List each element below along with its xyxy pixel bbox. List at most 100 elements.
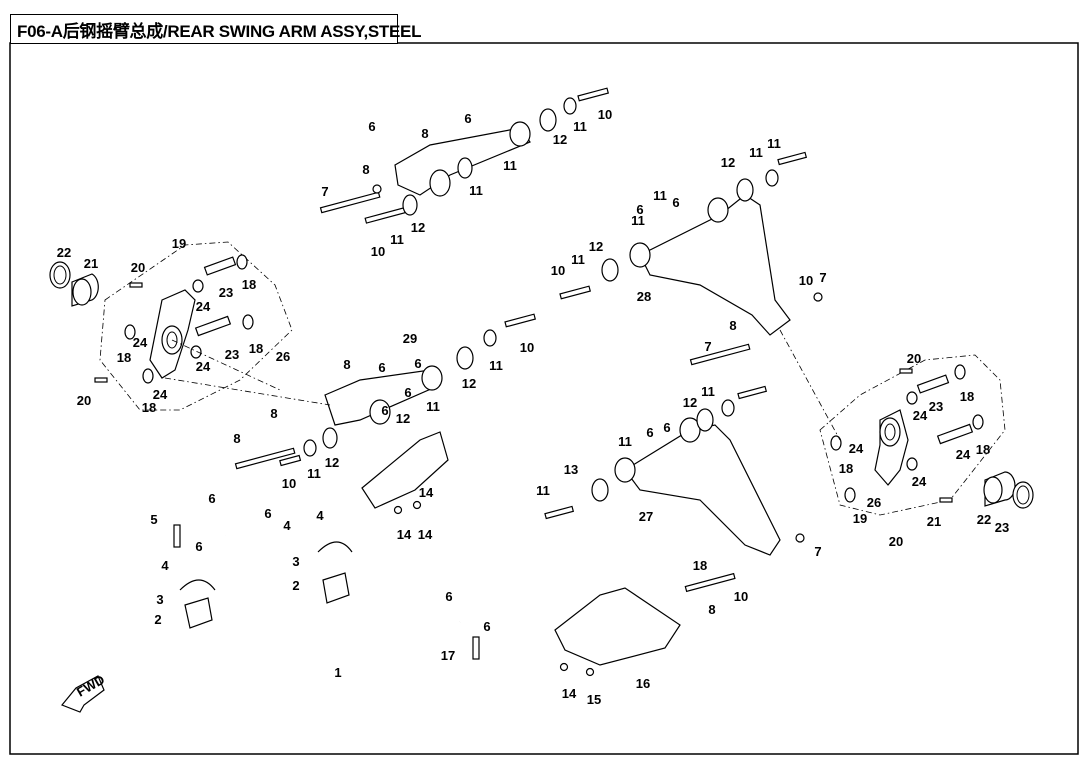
skid-plate-13 <box>361 431 449 509</box>
callout-label: 10 <box>598 107 612 122</box>
upper-swing-arm-29 <box>319 87 610 224</box>
callout-label: 6 <box>381 403 388 418</box>
callout-label: 11 <box>390 232 404 247</box>
callout-label: 24 <box>153 387 168 402</box>
callout-label: 3 <box>292 554 299 569</box>
callout-label: 23 <box>219 285 233 300</box>
right-knuckle-group <box>819 354 1034 516</box>
callout-label: 11 <box>426 399 440 414</box>
callout-label: 19 <box>172 236 186 251</box>
callout-label: 18 <box>693 558 707 573</box>
callout-label: 24 <box>956 447 971 462</box>
callout-label: 28 <box>637 289 651 304</box>
callout-label: 7 <box>819 270 826 285</box>
callout-label: 14 <box>562 686 577 701</box>
bracket-3-left <box>179 579 216 591</box>
callout-label: 18 <box>960 389 974 404</box>
callout-label: 6 <box>208 491 215 506</box>
callout-label: 24 <box>913 408 928 423</box>
callout-label: 8 <box>270 406 277 421</box>
callout-label: 20 <box>889 534 903 549</box>
callout-label: 21 <box>927 514 941 529</box>
callout-label: 12 <box>462 376 476 391</box>
callout-label: 20 <box>77 393 91 408</box>
callout-label: 24 <box>196 299 211 314</box>
callout-label: 14 <box>397 527 412 542</box>
callout-label: 11 <box>503 158 517 173</box>
callout-label: 6 <box>368 119 375 134</box>
lower-a-arm-17 <box>544 329 841 593</box>
callout-label: 6 <box>483 619 490 634</box>
callout-label: 24 <box>849 441 864 456</box>
page-title: F06-A后钢摇臂总成/REAR SWING ARM ASSY,STEEL <box>10 14 421 44</box>
callout-label: 12 <box>325 455 339 470</box>
callout-label: 11 <box>307 466 321 481</box>
callout-label: 6 <box>195 539 202 554</box>
callout-label: 19 <box>853 511 867 526</box>
callout-label: 13 <box>564 462 578 477</box>
callout-label: 10 <box>734 589 748 604</box>
callout-label: 22 <box>977 512 991 527</box>
callout-label: 1 <box>334 665 341 680</box>
fwd-arrow-icon: FWD <box>61 672 107 713</box>
callout-label: 18 <box>976 442 990 457</box>
callout-label: 10 <box>520 340 534 355</box>
bushing-2-right <box>322 572 350 604</box>
callout-label: 14 <box>419 485 434 500</box>
diagram-border <box>9 42 1079 755</box>
callout-label: 18 <box>142 400 156 415</box>
callout-label: 6 <box>264 506 271 521</box>
callout-label: 2 <box>292 578 299 593</box>
callout-label: 10 <box>799 273 813 288</box>
callout-label: 23 <box>929 399 943 414</box>
callout-label: 11 <box>749 145 763 160</box>
callout-label: 7 <box>321 184 328 199</box>
callout-label: 16 <box>636 676 650 691</box>
callout-label: 20 <box>131 260 145 275</box>
left-knuckle-group <box>49 241 293 411</box>
callout-label: 5 <box>150 512 157 527</box>
callout-label: 12 <box>411 220 425 235</box>
bracket-3-right <box>317 541 353 553</box>
callout-label: 23 <box>225 347 239 362</box>
callout-label: 23 <box>995 520 1009 535</box>
callout-label: 8 <box>729 318 736 333</box>
callout-label: 8 <box>708 602 715 617</box>
callout-label: 12 <box>683 395 697 410</box>
upper-a-arm-27 <box>559 151 823 366</box>
callout-label: 14 <box>418 527 433 542</box>
callout-label: 12 <box>553 132 567 147</box>
callout-label: 18 <box>117 350 131 365</box>
callout-label: 11 <box>618 434 632 449</box>
callout-label: 6 <box>414 356 421 371</box>
callout-label: 11 <box>469 183 483 198</box>
callout-label: 17 <box>441 648 455 663</box>
callout-label: 4 <box>161 558 169 573</box>
callout-label: 12 <box>721 155 735 170</box>
callout-label: 12 <box>589 239 603 254</box>
callout-label: 15 <box>587 692 601 707</box>
callout-label: 11 <box>573 119 587 134</box>
callout-label: 18 <box>839 461 853 476</box>
link-5 <box>173 524 181 548</box>
callout-label: 11 <box>631 213 645 228</box>
callout-label: 10 <box>371 244 385 259</box>
callout-label: 24 <box>196 359 211 374</box>
callout-label: 24 <box>912 474 927 489</box>
skid-plate-15 <box>554 587 681 666</box>
callout-label: 29 <box>403 331 417 346</box>
callout-label: 6 <box>404 385 411 400</box>
callout-label: 18 <box>249 341 263 356</box>
callout-label: 27 <box>639 509 653 524</box>
callout-label: 3 <box>156 592 163 607</box>
callout-label: 4 <box>316 508 324 523</box>
callout-label: 6 <box>464 111 471 126</box>
callout-label: 6 <box>672 195 679 210</box>
callout-label: 6 <box>378 360 385 375</box>
callout-label: 6 <box>646 425 653 440</box>
callout-label: 18 <box>242 277 256 292</box>
callout-label: 11 <box>536 483 550 498</box>
callout-label: 6 <box>663 420 670 435</box>
